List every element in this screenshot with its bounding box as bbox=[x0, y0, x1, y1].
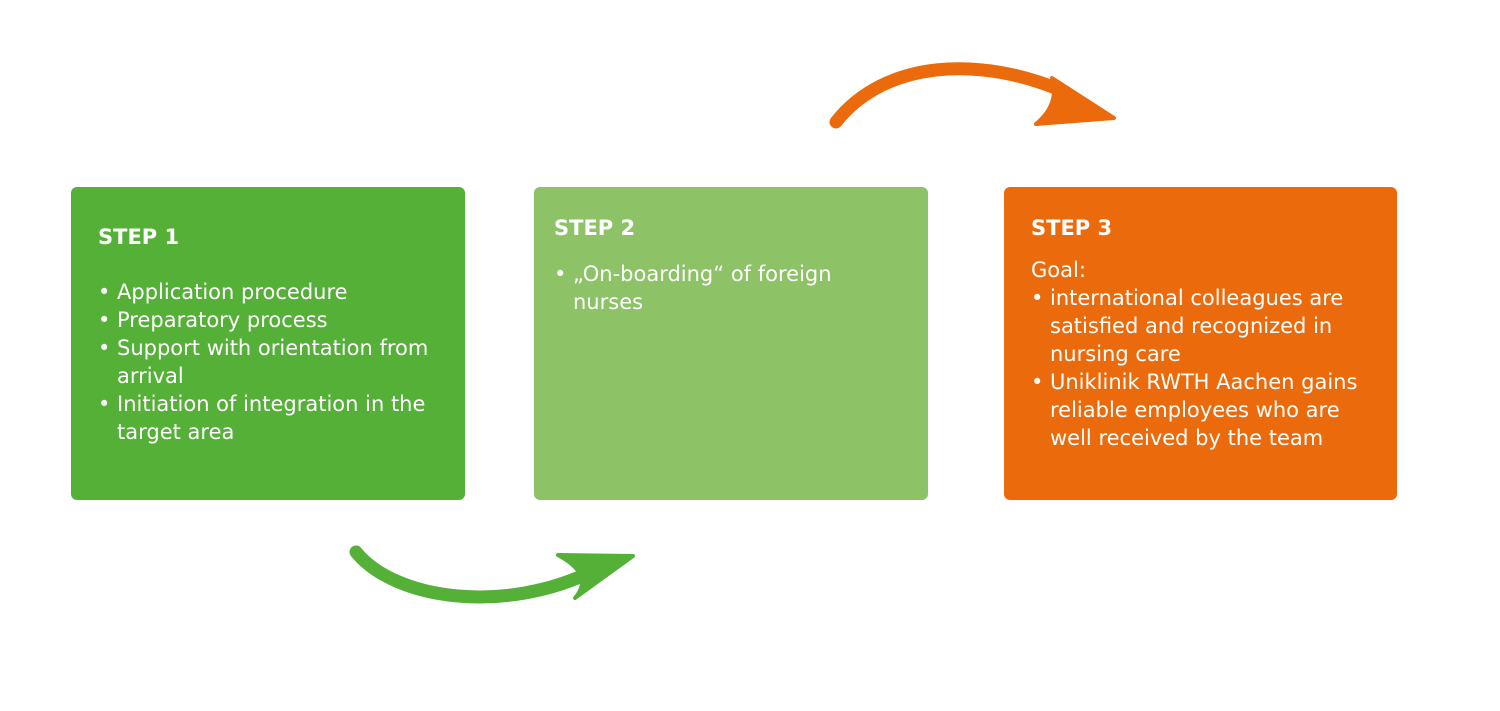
arrow-step1-to-step2-head bbox=[556, 553, 635, 600]
step-3-goal-label: Goal: bbox=[1031, 258, 1086, 282]
step-1-bullet: Initiation of integration in the target … bbox=[98, 390, 445, 446]
step-3-box: STEP 3 Goal: international colleagues ar… bbox=[1004, 187, 1397, 500]
step-3-bullet-list: international colleagues are satisfied a… bbox=[1031, 284, 1377, 452]
step-1-bullet: Support with orientation from arrival bbox=[98, 334, 445, 390]
step-2-bullet: „On-boarding“ of foreign nurses bbox=[554, 260, 843, 316]
step-2-box: STEP 2 „On-boarding“ of foreign nurses bbox=[534, 187, 928, 500]
step-1-title: STEP 1 bbox=[98, 225, 180, 249]
step-1-bullet: Application procedure bbox=[98, 278, 445, 306]
arrow-step1-to-step2-shaft bbox=[349, 545, 602, 604]
step-1-bullet-list: Application procedure Preparatory proces… bbox=[98, 278, 445, 446]
step-3-title: STEP 3 bbox=[1031, 216, 1113, 240]
step-1-bullet: Preparatory process bbox=[98, 306, 445, 334]
step-1-box: STEP 1 Application procedure Preparatory… bbox=[71, 187, 465, 500]
step-3-bullet: Uniklinik RWTH Aachen gains reliable emp… bbox=[1031, 368, 1377, 452]
step-2-title: STEP 2 bbox=[554, 216, 636, 240]
arrow-step2-to-step3-shaft bbox=[829, 62, 1072, 129]
step-2-bullet-list: „On-boarding“ of foreign nurses bbox=[554, 260, 908, 316]
step-3-bullet: international colleagues are satisfied a… bbox=[1031, 284, 1350, 368]
arrow-step2-to-step3-head bbox=[1034, 76, 1116, 126]
